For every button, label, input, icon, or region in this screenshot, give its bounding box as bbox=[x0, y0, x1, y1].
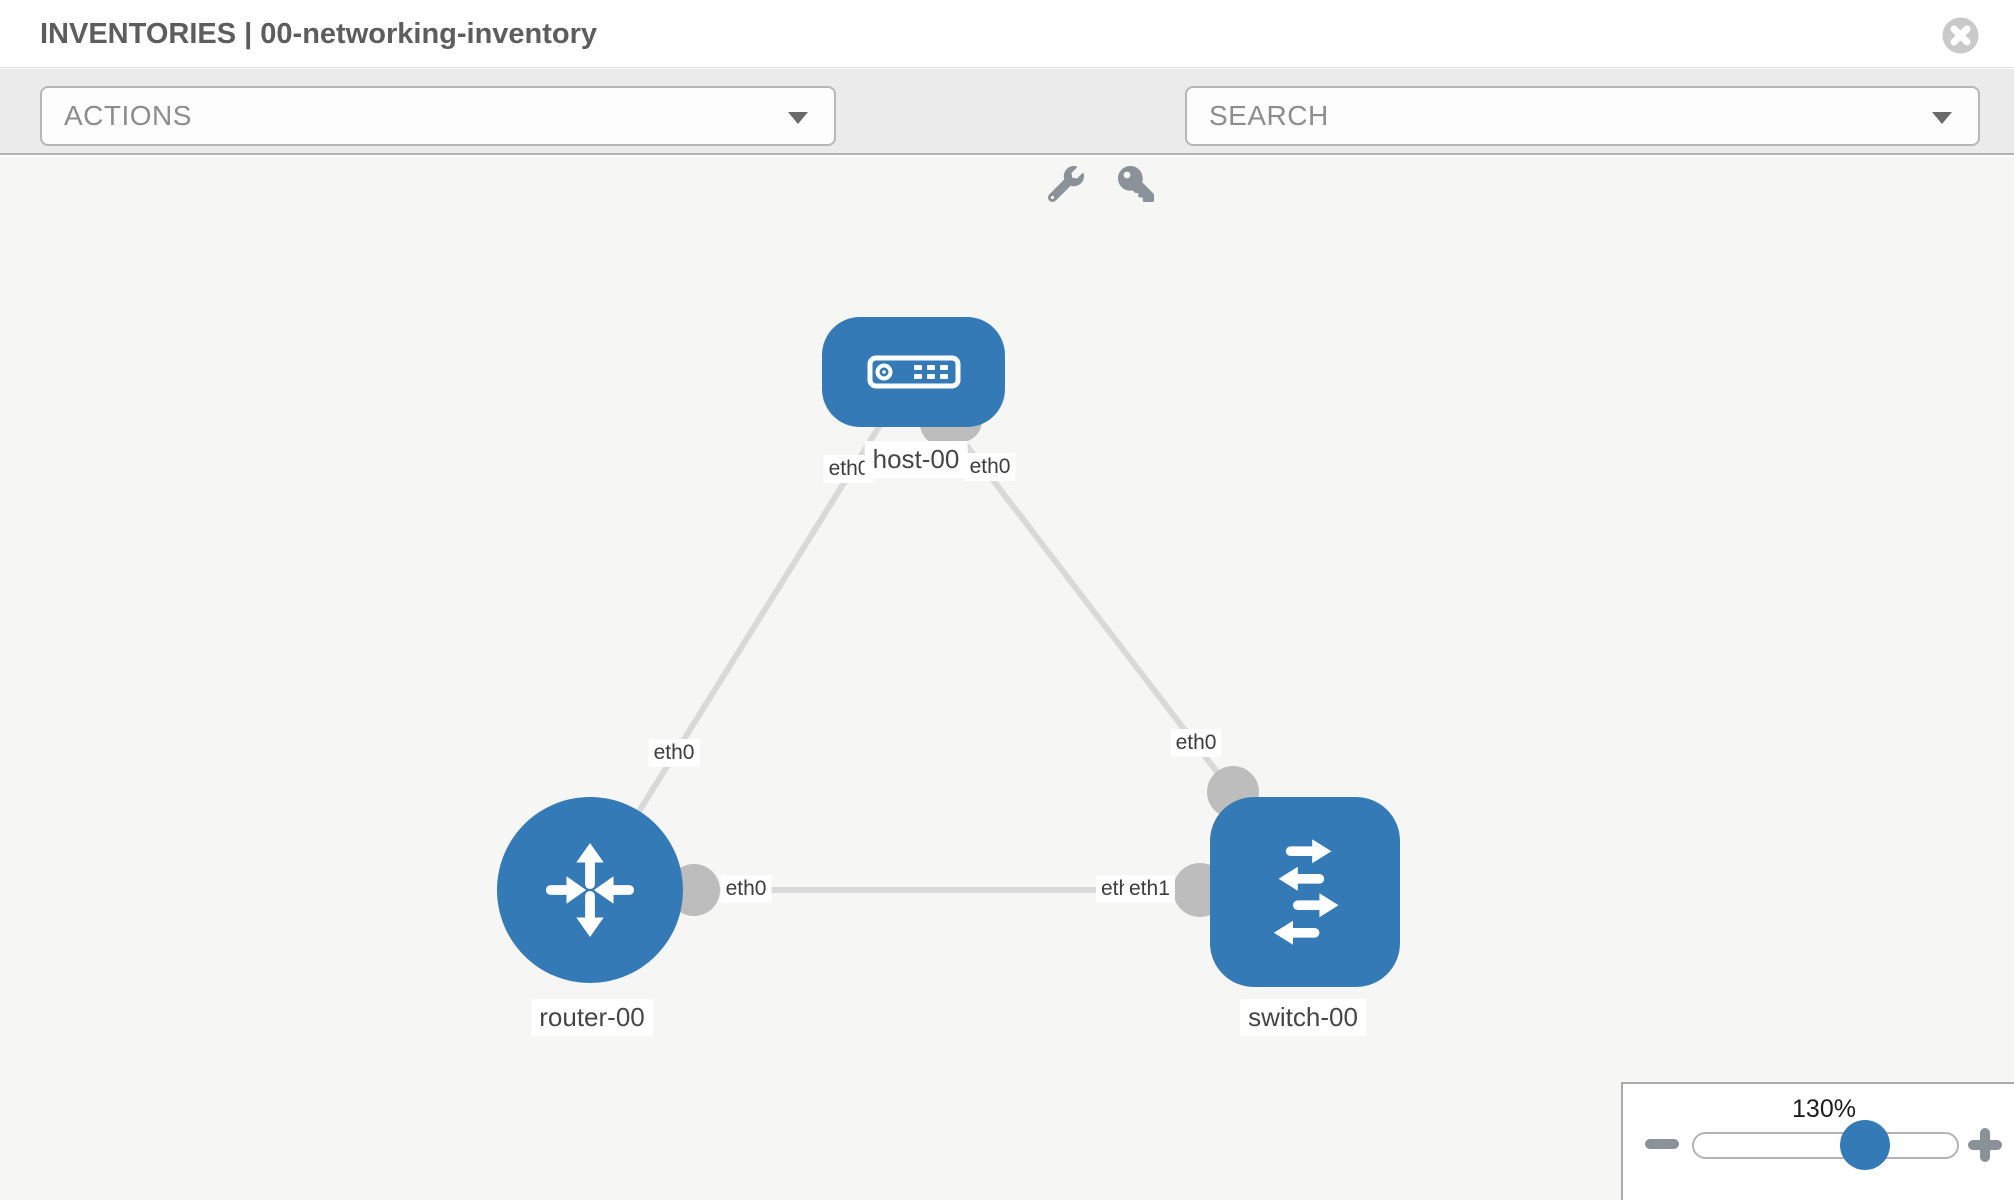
zoom-slider-track[interactable] bbox=[1692, 1132, 1959, 1159]
node-switch-00[interactable] bbox=[1210, 797, 1400, 987]
chevron-down-icon bbox=[788, 112, 808, 124]
zoom-slider-handle[interactable] bbox=[1840, 1120, 1890, 1170]
key-button[interactable] bbox=[1118, 166, 1154, 202]
zoom-in-button[interactable] bbox=[1968, 1128, 2002, 1162]
page-title: INVENTORIES | 00-networking-inventory bbox=[40, 18, 598, 50]
wrench-icon bbox=[1047, 166, 1084, 203]
zoom-level-value: 130% bbox=[1792, 1095, 1856, 1123]
interface-label: eth0 bbox=[720, 875, 772, 903]
header-bar: INVENTORIES | 00-networking-inventory bbox=[0, 0, 2014, 68]
plus-icon bbox=[1980, 1128, 1990, 1162]
node-host-00[interactable] bbox=[822, 317, 1005, 427]
node-label-router-00: router-00 bbox=[531, 999, 653, 1036]
interface-label: eth1 bbox=[1124, 875, 1175, 903]
node-label-host-00: host-00 bbox=[864, 441, 968, 478]
actions-dropdown-label: ACTIONS bbox=[64, 100, 192, 131]
search-dropdown[interactable]: SEARCH bbox=[1185, 86, 1980, 146]
node-router-00[interactable] bbox=[497, 797, 683, 983]
node-label-switch-00: switch-00 bbox=[1240, 999, 1366, 1036]
interface-label: eth0 bbox=[964, 453, 1016, 481]
close-icon bbox=[1942, 17, 1979, 54]
server-icon bbox=[867, 355, 960, 389]
switch-arrows-icon bbox=[1273, 839, 1339, 945]
interface-label: eth0 bbox=[1170, 729, 1222, 757]
close-button[interactable] bbox=[1942, 17, 1979, 54]
tools-button[interactable] bbox=[1047, 166, 1084, 203]
search-dropdown-label: SEARCH bbox=[1209, 100, 1329, 131]
key-icon bbox=[1118, 166, 1154, 202]
toolbar: ACTIONS SEARCH bbox=[0, 69, 2014, 203]
interface-label: eth0 bbox=[648, 739, 700, 767]
actions-dropdown[interactable]: ACTIONS bbox=[40, 86, 836, 146]
zoom-control-panel: 130% bbox=[1621, 1082, 2014, 1200]
chevron-down-icon bbox=[1932, 112, 1952, 124]
topology-canvas[interactable] bbox=[0, 157, 2014, 1200]
zoom-out-button[interactable] bbox=[1645, 1139, 1679, 1149]
router-arrows-icon bbox=[545, 842, 635, 938]
